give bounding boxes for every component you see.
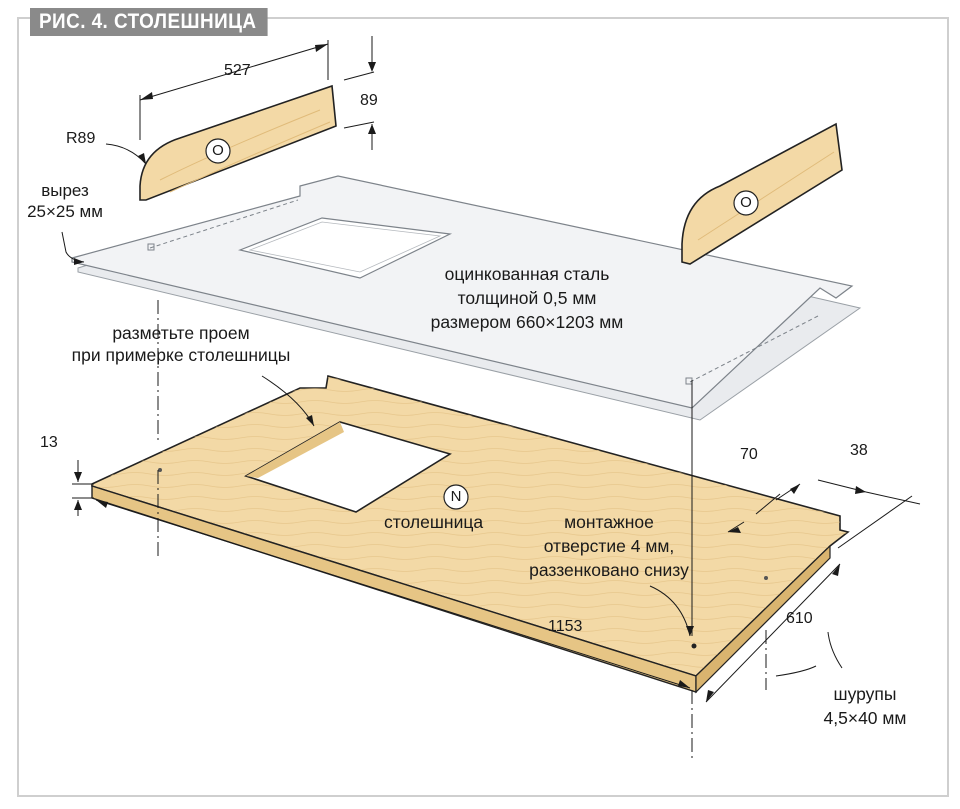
label-screws-line2: 4,5×40 мм <box>823 708 907 728</box>
countertop-right-edge <box>695 544 831 694</box>
label-mount-hole-line1: монтажное <box>564 512 654 532</box>
label-steel: оцинкованная сталь толщиной 0,5 мм разме… <box>418 262 636 334</box>
label-cutout-line1: вырез <box>41 181 89 200</box>
label-mark-opening: разметьте проем при примерке столешницы <box>36 322 326 366</box>
label-steel-line1: оцинкованная сталь <box>444 264 610 284</box>
label-screws: шурупы 4,5×40 мм <box>800 682 930 730</box>
part-code-side-right: O <box>740 194 752 211</box>
label-cutout: вырез 25×25 мм <box>22 180 108 222</box>
countertop-opening <box>244 421 452 513</box>
label-steel-line3: размером 660×1203 мм <box>430 312 624 332</box>
dim-width-70: 70 <box>740 446 758 463</box>
steel-side-mark-right <box>689 315 819 383</box>
label-screws-line1: шурупы <box>833 684 897 704</box>
side-piece-left <box>139 84 337 201</box>
label-mount-hole-line3: раззенковано снизу <box>529 560 689 580</box>
page-border <box>17 17 949 797</box>
dim-side-length: 527 <box>224 62 251 79</box>
mount-hole-3 <box>158 468 162 472</box>
dim-radius: R89 <box>66 130 96 147</box>
part-code-top: N <box>450 488 462 505</box>
mount-hole-1 <box>691 643 697 649</box>
figure-title: РИС. 4. СТОЛЕШНИЦА <box>30 8 268 36</box>
part-code-top-circle <box>443 484 469 510</box>
dim-width-38: 38 <box>850 442 868 459</box>
dimension-arrows <box>74 44 866 702</box>
side-piece-right <box>681 122 843 265</box>
steel-opening <box>237 217 453 279</box>
label-mount-hole: монтажное отверстие 4 мм, раззенковано с… <box>506 510 712 582</box>
label-mount-hole-line2: отверстие 4 мм, <box>543 536 675 556</box>
label-mark-opening-line2: при примерке столешницы <box>71 345 291 365</box>
label-top-name: столешница <box>384 512 484 532</box>
steel-side-mark-left <box>149 199 299 249</box>
part-code-side-left: O <box>212 142 224 159</box>
dim-depth: 610 <box>786 610 813 627</box>
dim-side-height: 89 <box>360 92 378 109</box>
mount-hole-2 <box>764 576 768 580</box>
steel-sheet <box>71 175 854 409</box>
dimension-lines <box>61 36 921 760</box>
part-code-right-circle <box>733 190 759 216</box>
label-steel-line2: толщиной 0,5 мм <box>457 288 597 308</box>
part-code-left-circle <box>205 138 231 164</box>
label-mark-opening-line1: разметьте проем <box>112 323 250 343</box>
label-cutout-line2: 25×25 мм <box>27 202 103 221</box>
dim-top-thickness: 13 <box>40 434 58 451</box>
dim-length: 1153 <box>548 618 583 635</box>
